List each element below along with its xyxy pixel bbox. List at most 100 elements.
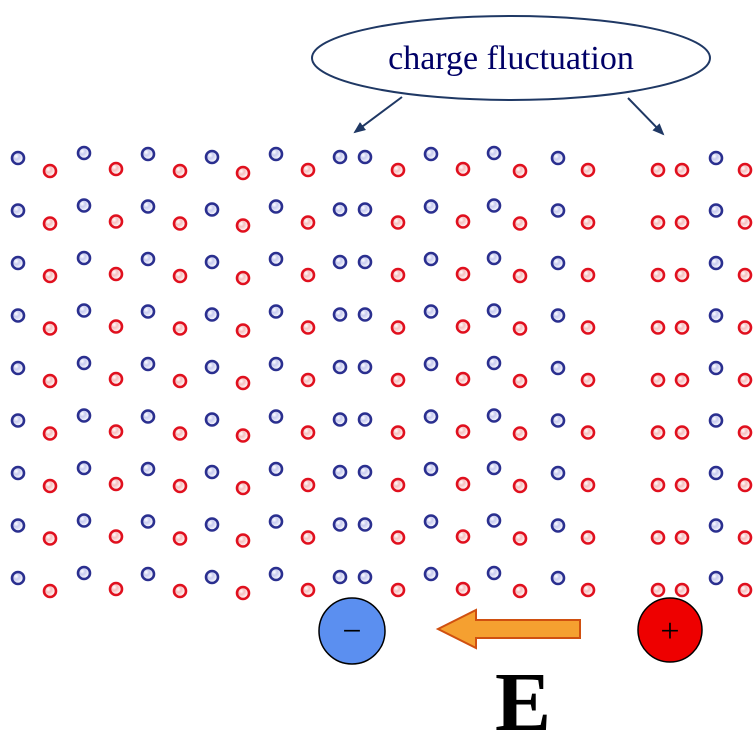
anion-particle [268,199,284,214]
anion-particle [423,304,439,319]
cation-particle [390,582,406,598]
anion-particle [486,198,502,213]
anion-particle [140,304,156,319]
anion-particle [332,202,348,217]
anion-particle [486,460,502,476]
anion-particle [357,359,373,375]
anion-particle [10,308,26,323]
anion-particle [140,251,156,267]
anion-particle [76,355,92,371]
anion-particle [357,202,373,217]
cation-particle [737,582,753,598]
cation-particle [172,163,188,179]
cation-particle [737,320,753,335]
cation-particle [674,215,690,230]
anion-particle [140,146,156,162]
cation-particle [172,216,188,231]
anion-particle [140,461,156,477]
cation-particle [300,372,316,388]
anion-particle [357,307,373,322]
anion-particle [486,250,502,266]
anion-particle [268,146,284,162]
cation-particle [455,476,471,492]
anion-particle [708,360,724,376]
anion-particle [140,566,156,582]
cation-particle [172,373,188,389]
cation-particle [42,216,58,231]
anion-particle [357,464,373,480]
cation-particle [42,583,58,599]
positive-terminal-circle [637,597,703,663]
anion-particle [10,203,26,218]
anion-particle [486,565,502,581]
anion-particle [357,517,373,532]
cation-particle [172,531,188,546]
anion-particle [550,150,566,166]
cation-particle [674,372,690,388]
anion-particle [140,199,156,214]
cation-particle [300,162,316,178]
cation-particle [300,477,316,493]
cation-particle [172,583,188,599]
cation-particle [42,163,58,179]
cation-particle [650,162,666,178]
anion-particle [708,518,724,533]
anion-particle [332,569,348,585]
anion-particle [204,202,220,217]
anion-particle [708,465,724,481]
anion-particle [268,304,284,319]
cation-particle [512,531,528,546]
cation-particle [455,581,471,597]
anion-particle [10,518,26,533]
anion-particle [550,413,566,428]
cation-particle [108,581,124,597]
cation-particle [300,582,316,598]
anion-particle [204,307,220,322]
anion-particle [332,412,348,427]
anion-particle [268,566,284,582]
cation-particle [737,477,753,493]
positive-terminal-symbol: + [660,613,679,650]
cation-particle [42,531,58,546]
cation-particle [512,478,528,494]
cation-particle [737,425,753,440]
anion-particle [76,565,92,581]
anion-particle [708,413,724,428]
field-label: E [495,656,551,736]
negative-terminal-circle [318,597,386,665]
cation-particle [300,267,316,283]
callout: charge fluctuation [311,15,711,136]
anion-particle [76,303,92,318]
anion-particle [708,203,724,218]
cation-particle [108,424,124,439]
cation-particle [455,319,471,334]
cation-particle [512,426,528,441]
cation-particle [235,585,251,601]
cation-particle [235,428,251,443]
cation-particle [674,320,690,335]
anion-particle [76,408,92,423]
anion-particle [332,254,348,270]
anion-particle [357,254,373,270]
anion-particle [268,409,284,424]
cation-particle [650,320,666,335]
cation-particle [108,371,124,387]
anion-particle [76,145,92,161]
cation-particle [650,215,666,230]
anion-particle [10,150,26,166]
anion-particle [423,409,439,424]
cation-particle [390,215,406,230]
cation-particle [512,216,528,231]
anion-particle [76,460,92,476]
cation-particle [650,267,666,283]
cation-particle [390,267,406,283]
negative-terminal-symbol: − [342,613,361,650]
ion-lattice [10,145,753,601]
anion-particle [550,308,566,323]
cation-particle [455,214,471,229]
anion-particle [332,149,348,165]
cation-particle [235,375,251,391]
anion-particle [357,149,373,165]
cation-particle [512,583,528,599]
